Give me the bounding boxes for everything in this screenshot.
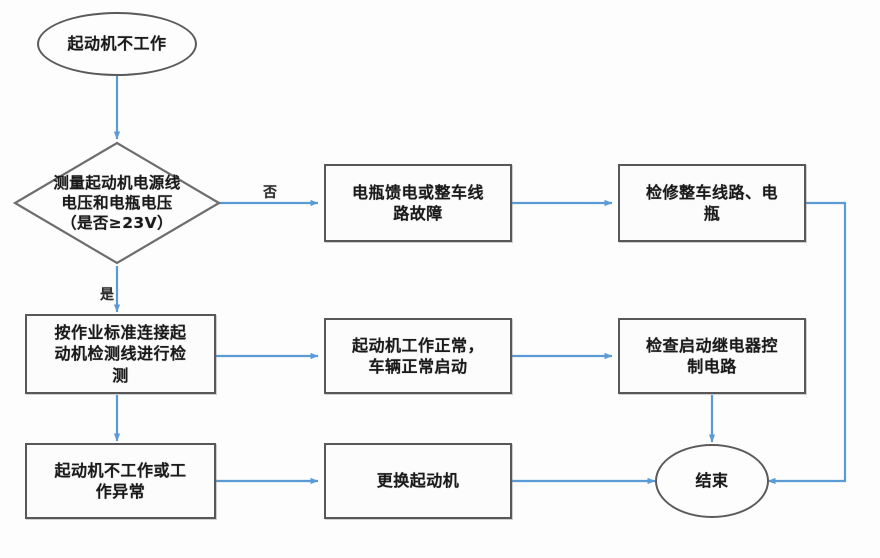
node-starter-fault-label: 起动机不工作或工 作异常 [54,460,187,501]
edge-label-yes: 是 [100,287,115,303]
node-end-label: 结束 [695,471,729,491]
node-connect-tester-label: 按作业标准连接起 动机检测线进行检 测 [54,322,187,385]
edge-repair-circuit-to-end [767,201,847,485]
node-battery-fault[interactable]: 电瓶馈电或整车线 路故障 [324,164,512,242]
node-starter-ok-label: 起动机工作正常， 车辆正常启动 [351,335,484,376]
node-connect-tester[interactable]: 按作业标准连接起 动机检测线进行检 测 [25,314,216,394]
decision-diamond-shape [12,141,222,265]
node-replace-starter-label: 更换起动机 [376,471,460,491]
node-starter-fault[interactable]: 起动机不工作或工 作异常 [25,443,216,519]
node-decision-label: 测量起动机电源线 电压和电瓶电压 （是否≥23V） [53,173,181,233]
edge-label-no: 否 [263,185,278,201]
node-repair-circuit-label: 检修整车线路、电 瓶 [645,182,778,223]
node-start[interactable]: 起动机不工作 [37,12,197,76]
node-check-relay-label: 检查启动继电器控 制电路 [645,335,778,376]
node-replace-starter[interactable]: 更换起动机 [324,443,512,519]
node-decision[interactable]: 测量起动机电源线 电压和电瓶电压 （是否≥23V） [12,140,222,266]
node-repair-circuit[interactable]: 检修整车线路、电 瓶 [618,164,806,242]
node-check-relay[interactable]: 检查启动继电器控 制电路 [618,318,806,394]
node-end[interactable]: 结束 [655,444,769,518]
node-battery-fault-label: 电瓶馈电或整车线 路故障 [351,182,484,223]
node-start-label: 起动机不工作 [67,34,167,54]
node-starter-ok[interactable]: 起动机工作正常， 车辆正常启动 [324,318,512,394]
